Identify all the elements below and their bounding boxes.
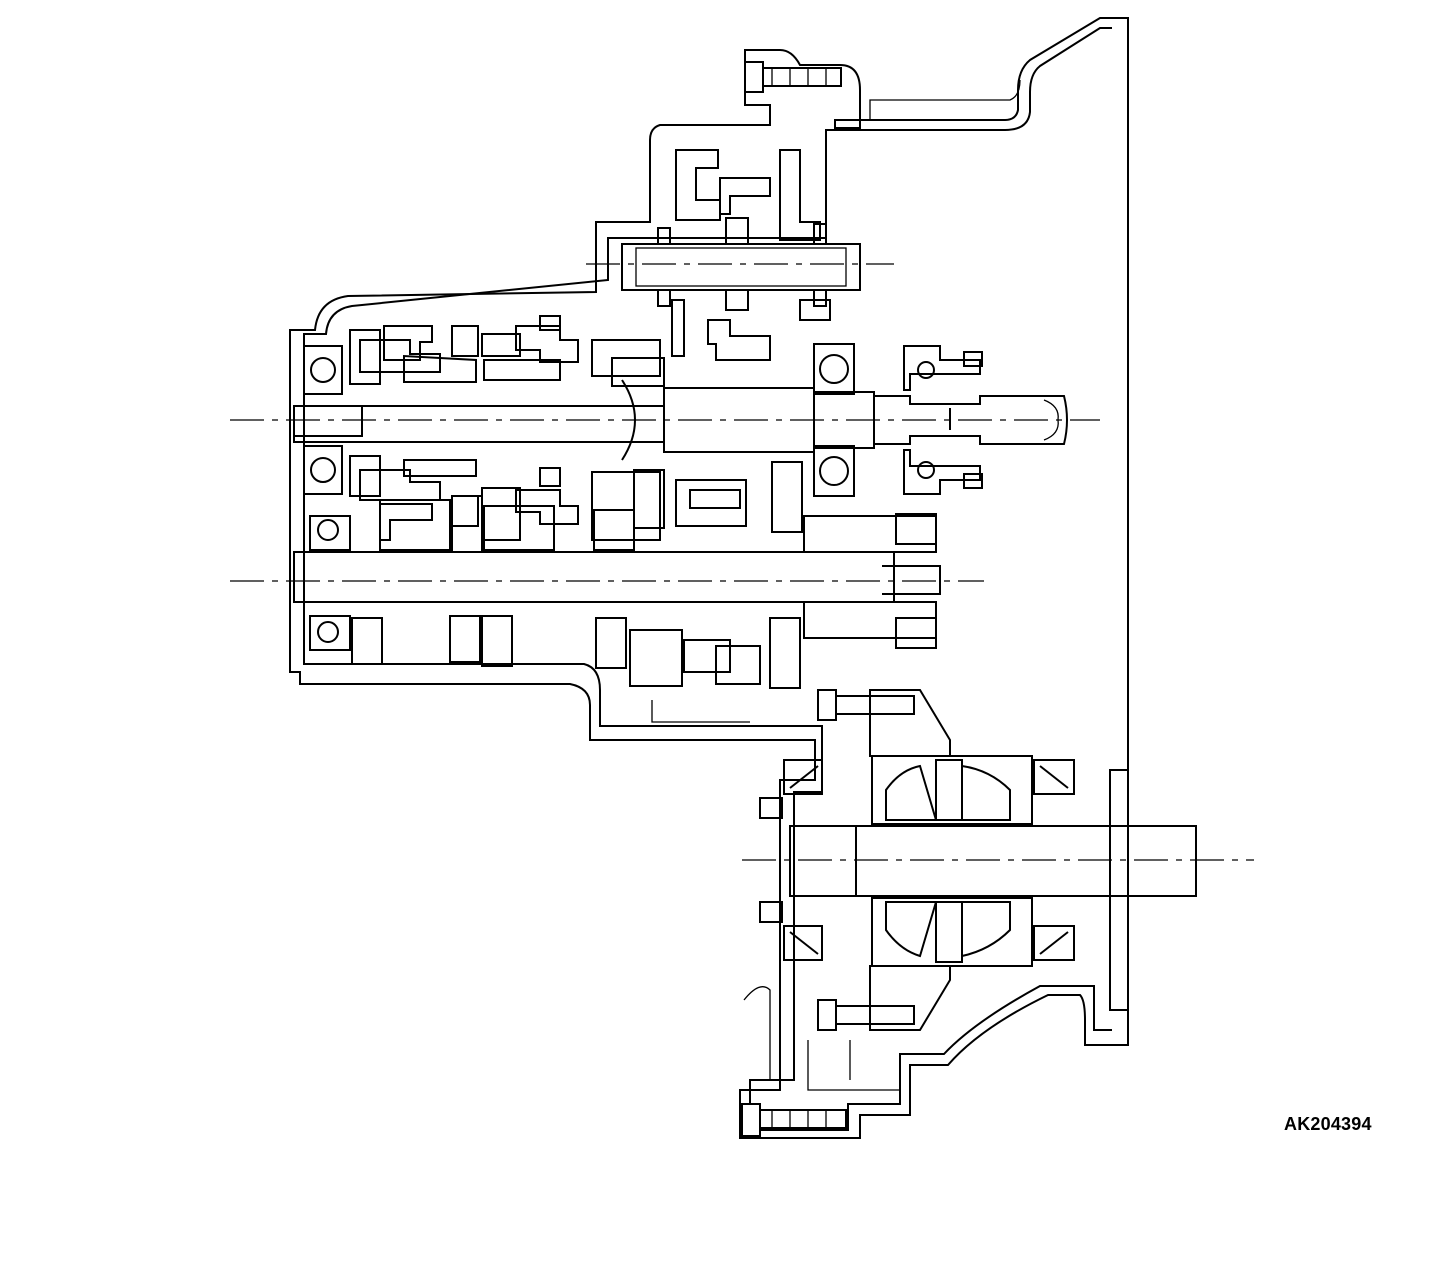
reverse-idler-shaft xyxy=(586,149,894,361)
lower-case-ribs xyxy=(743,986,900,1091)
input-shaft xyxy=(230,379,1100,461)
top-mounting-bolt xyxy=(744,61,842,93)
figure-reference-code: AK204394 xyxy=(1284,1114,1372,1134)
differential-bearings xyxy=(759,759,1075,961)
bottom-mounting-bolt xyxy=(741,1103,847,1137)
input-shaft-gear-cluster xyxy=(349,315,803,541)
output-shaft xyxy=(230,513,984,651)
input-shaft-oil-seal xyxy=(903,345,983,495)
transmission-case-outline xyxy=(289,17,1129,1139)
input-shaft-bearings xyxy=(303,343,855,497)
differential-assembly xyxy=(742,689,1254,1031)
output-shaft-gear-cluster xyxy=(351,495,801,723)
bell-housing-flange xyxy=(869,79,1128,1011)
